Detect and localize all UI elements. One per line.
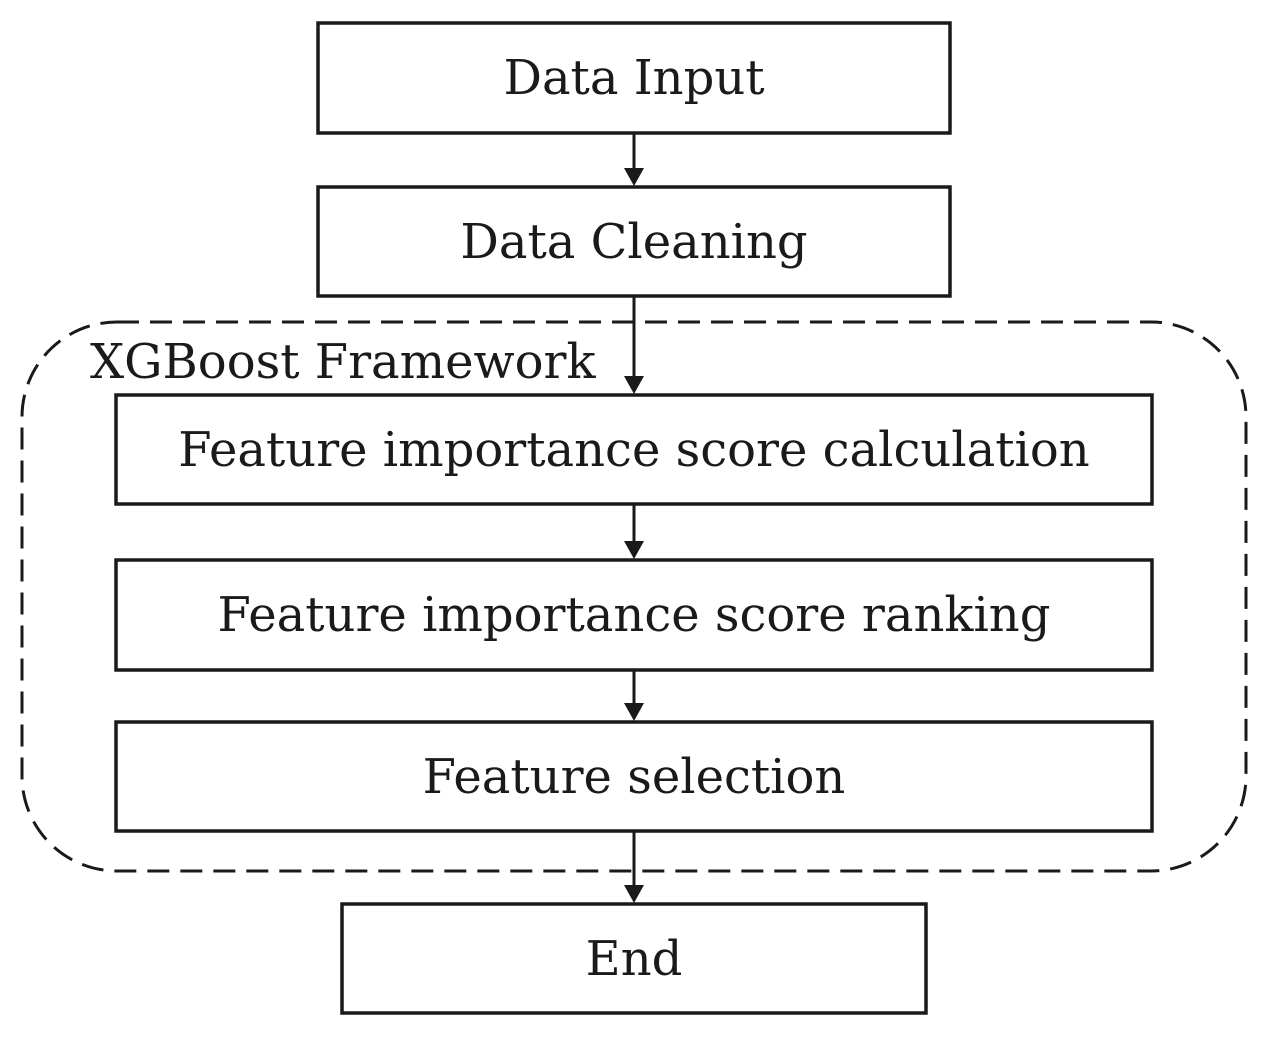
node-feature-importance-ranking: Feature importance score ranking [114, 558, 1154, 672]
edge-feature-selection-to-end [624, 831, 644, 903]
node-data-input: Data Input [316, 21, 952, 135]
edge-data-cleaning-to-feature-importance-calculation [624, 296, 644, 394]
edge-feature-importance-calculation-to-feature-importance-ranking [624, 504, 644, 559]
node-feature-importance-calculation: Feature importance score calculation [114, 393, 1154, 506]
node-feature-importance-ranking-label: Feature importance score ranking [218, 587, 1051, 643]
node-data-cleaning: Data Cleaning [316, 185, 952, 298]
node-data-input-label: Data Input [503, 50, 764, 106]
node-feature-importance-calculation-label: Feature importance score calculation [178, 422, 1089, 478]
node-data-cleaning-label: Data Cleaning [460, 214, 807, 270]
node-end-label: End [586, 931, 683, 987]
edge-data-input-to-data-cleaning [624, 133, 644, 186]
node-end: End [340, 902, 928, 1015]
edge-feature-importance-ranking-to-feature-selection [624, 670, 644, 721]
node-feature-selection: Feature selection [114, 720, 1154, 833]
xgboost-framework-label: XGBoost Framework [90, 334, 596, 390]
node-feature-selection-label: Feature selection [423, 749, 846, 805]
